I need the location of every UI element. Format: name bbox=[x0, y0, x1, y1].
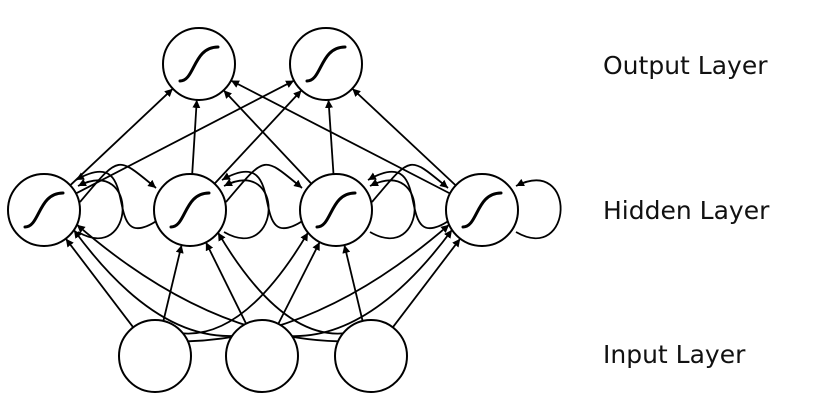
hidden-recurrent-edge bbox=[79, 163, 157, 203]
hidden-self-loop bbox=[77, 178, 124, 240]
hidden-neuron bbox=[445, 173, 519, 247]
sigmoid-icon bbox=[178, 45, 220, 83]
input-neuron-circle bbox=[334, 319, 408, 393]
hidden-recurrent-edge bbox=[221, 171, 305, 229]
hidden-recurrent-edge bbox=[371, 163, 449, 203]
input-to-hidden-edge bbox=[291, 229, 453, 338]
connections bbox=[65, 79, 461, 343]
input-to-hidden-edge bbox=[162, 244, 184, 322]
sigmoid-icon bbox=[315, 191, 357, 229]
input-to-hidden-edge bbox=[205, 241, 247, 325]
output-neuron-circle bbox=[289, 27, 363, 101]
input-to-hidden-edge bbox=[217, 232, 344, 335]
recurrent-self-loops bbox=[77, 178, 562, 240]
input-neuron-circle bbox=[118, 319, 192, 393]
input-neuron-circle bbox=[225, 319, 299, 393]
hidden-neuron bbox=[299, 173, 373, 247]
output-neuron bbox=[162, 27, 236, 101]
hidden-neuron bbox=[7, 173, 81, 247]
hidden-neuron-circle bbox=[7, 173, 81, 247]
sigmoid-icon bbox=[461, 191, 503, 229]
sigmoid-icon bbox=[23, 191, 65, 229]
hidden-to-output-edge bbox=[213, 89, 303, 185]
hidden-neuron bbox=[153, 173, 227, 247]
input-to-hidden-edge bbox=[342, 244, 364, 322]
hidden-to-output-edge bbox=[325, 99, 335, 175]
hidden-self-loop bbox=[369, 178, 416, 240]
hidden-recurrent-edge bbox=[225, 163, 303, 203]
neurons bbox=[7, 27, 519, 393]
hidden-neuron-circle bbox=[299, 173, 373, 247]
input-layer-label: Input Layer bbox=[603, 340, 746, 369]
hidden-to-output-edge bbox=[351, 87, 457, 187]
input-to-hidden-edge bbox=[277, 241, 321, 325]
hidden-layer-label: Hidden Layer bbox=[603, 196, 770, 225]
output-neuron bbox=[289, 27, 363, 101]
hidden-neuron-circle bbox=[445, 173, 519, 247]
input-to-hidden-edge bbox=[187, 224, 450, 343]
hidden-to-output-edge bbox=[222, 89, 313, 185]
hidden-to-output-edge bbox=[69, 88, 174, 186]
hidden-to-output-edge bbox=[230, 79, 451, 195]
hidden-recurrent-edge bbox=[75, 171, 159, 229]
input-to-hidden-edge bbox=[182, 232, 309, 335]
hidden-self-loop bbox=[223, 178, 270, 240]
hidden-to-output-edge bbox=[75, 79, 295, 195]
sigmoid-icon bbox=[169, 191, 211, 229]
input-to-hidden-edge bbox=[76, 224, 339, 343]
output-layer-label: Output Layer bbox=[603, 51, 768, 80]
hidden-neuron-circle bbox=[153, 173, 227, 247]
hidden-self-loop bbox=[515, 178, 562, 240]
output-neuron-circle bbox=[162, 27, 236, 101]
input-to-hidden-edge bbox=[73, 229, 233, 337]
input-to-hidden-edge bbox=[392, 238, 461, 328]
input-to-hidden-edge bbox=[65, 238, 134, 328]
hidden-to-output-edge bbox=[191, 99, 201, 175]
input-neuron bbox=[118, 319, 192, 393]
input-neuron bbox=[334, 319, 408, 393]
hidden-recurrent-edge bbox=[367, 171, 451, 229]
sigmoid-icon bbox=[305, 45, 347, 83]
input-neuron bbox=[225, 319, 299, 393]
